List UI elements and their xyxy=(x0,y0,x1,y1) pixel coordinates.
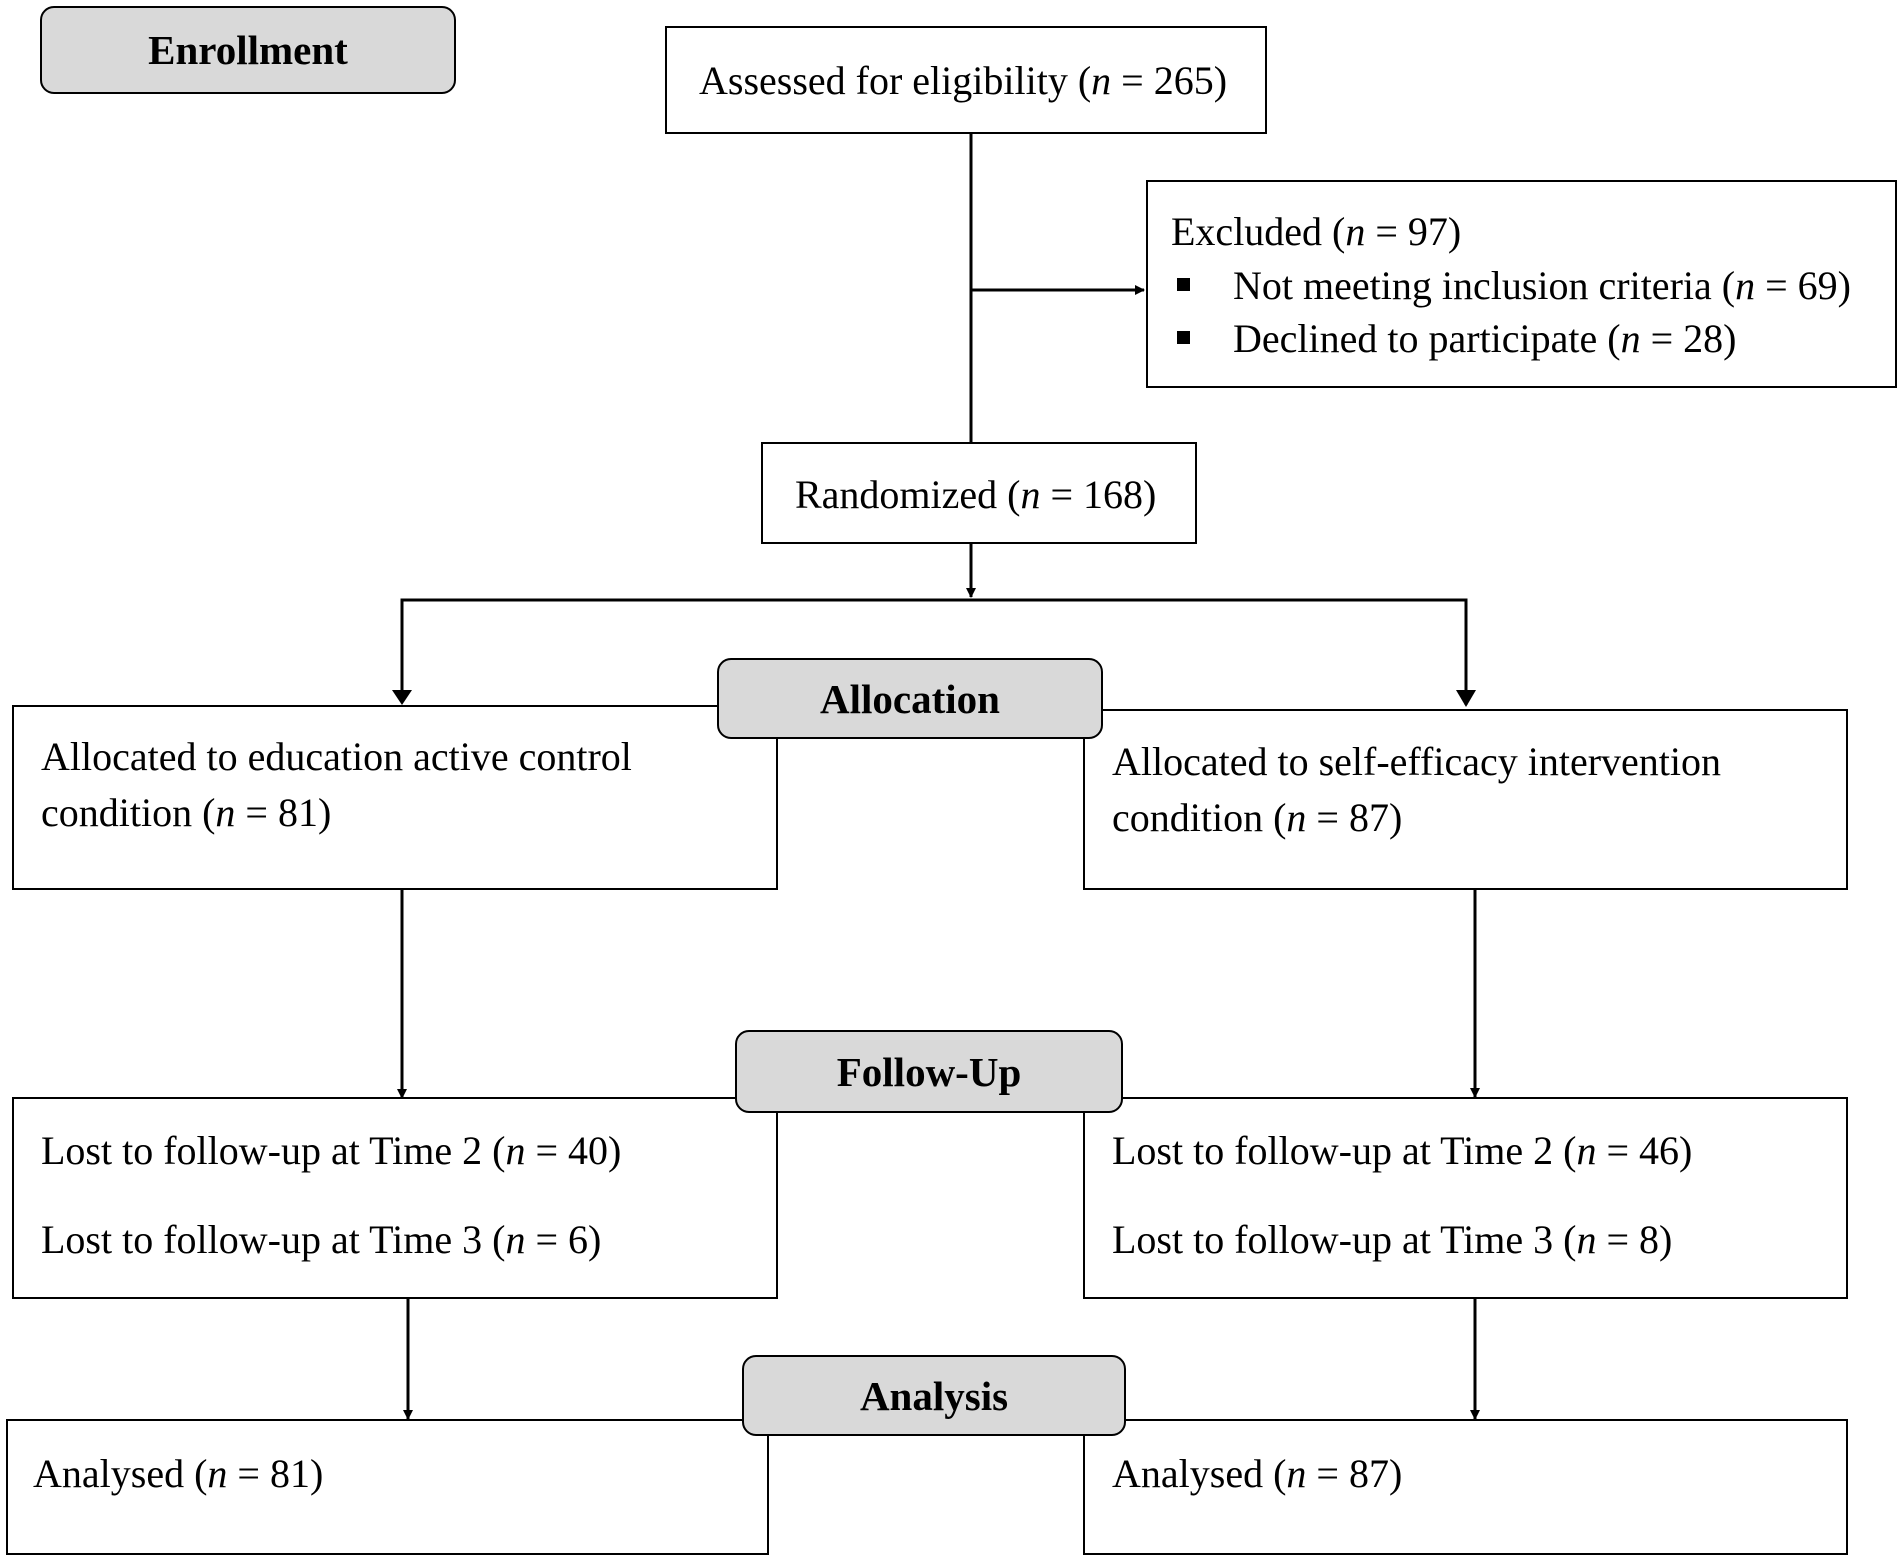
stage-enrollment-label: Enrollment xyxy=(148,27,348,73)
allocation-left-line2: condition (n = 81) xyxy=(41,790,332,835)
excluded-title: Excluded (n = 97) xyxy=(1171,209,1462,254)
stage-analysis-label: Analysis xyxy=(859,1372,1009,1419)
excluded-box: Excluded (n = 97) Not meeting inclusion … xyxy=(1146,180,1897,388)
stage-analysis: Analysis xyxy=(742,1355,1126,1436)
bullet-icon xyxy=(1177,278,1190,291)
allocation-right-line2: condition (n = 87) xyxy=(1112,795,1403,840)
split-arrow-right-head xyxy=(1456,690,1476,707)
analysed-left-text: Analysed (n = 81) xyxy=(33,1451,324,1496)
allocation-right-line1: Allocated to self-efficacy intervention xyxy=(1112,739,1722,784)
stage-followup-label: Follow-Up xyxy=(836,1048,1022,1095)
allocation-left-box: Allocated to education active control co… xyxy=(12,705,778,890)
stage-enrollment: Enrollment xyxy=(40,6,456,94)
assessed-text: Assessed for eligibility (n = 265) xyxy=(699,58,1228,103)
bullet-icon xyxy=(1177,331,1190,344)
followup-right-time2: Lost to follow-up at Time 2 (n = 46) xyxy=(1112,1128,1693,1173)
analysis-right-box: Analysed (n = 87) xyxy=(1083,1419,1848,1555)
followup-right-time3: Lost to follow-up at Time 3 (n = 8) xyxy=(1112,1217,1673,1262)
allocation-left-line1: Allocated to education active control xyxy=(41,734,632,779)
analysis-left-box: Analysed (n = 81) xyxy=(6,1419,769,1555)
assessed-box: Assessed for eligibility (n = 265) xyxy=(665,26,1267,134)
stage-followup: Follow-Up xyxy=(735,1030,1123,1113)
stage-allocation: Allocation xyxy=(717,658,1103,739)
analysed-right-text: Analysed (n = 87) xyxy=(1112,1451,1403,1496)
allocation-right-box: Allocated to self-efficacy intervention … xyxy=(1083,709,1848,890)
split-arrow-left-head xyxy=(392,690,412,705)
randomized-box: Randomized (n = 168) xyxy=(761,442,1197,544)
followup-left-box: Lost to follow-up at Time 2 (n = 40) Los… xyxy=(12,1097,778,1299)
randomized-text: Randomized (n = 168) xyxy=(795,472,1157,517)
followup-right-box: Lost to follow-up at Time 2 (n = 46) Los… xyxy=(1083,1097,1848,1299)
excluded-item-declined: Declined to participate (n = 28) xyxy=(1233,316,1737,361)
followup-left-time3: Lost to follow-up at Time 3 (n = 6) xyxy=(41,1217,602,1262)
excluded-item-inclusion: Not meeting inclusion criteria (n = 69) xyxy=(1233,263,1851,308)
split-bar xyxy=(400,598,1468,705)
stage-allocation-label: Allocation xyxy=(820,675,1000,722)
followup-left-time2: Lost to follow-up at Time 2 (n = 40) xyxy=(41,1128,622,1173)
